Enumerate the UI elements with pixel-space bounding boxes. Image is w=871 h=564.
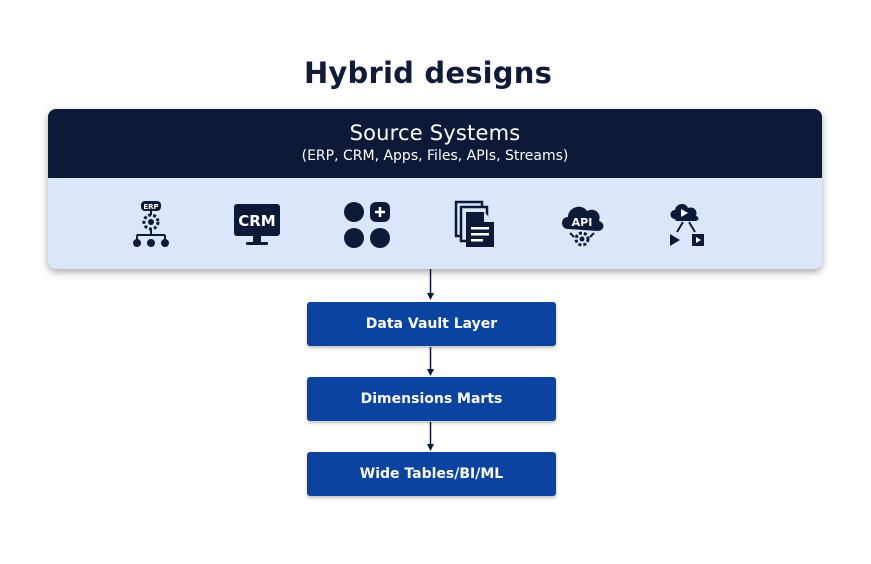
- source-systems-card: Source Systems (ERP, CRM, Apps, Files, A…: [48, 109, 822, 269]
- dimensions-marts-box: Dimensions Marts: [307, 377, 556, 421]
- crm-icon: CRM: [231, 199, 283, 251]
- api-icon: API: [556, 199, 608, 251]
- page-title: Hybrid designs: [303, 56, 553, 90]
- data-vault-layer-box: Data Vault Layer: [307, 302, 556, 346]
- flow-arrow-2: [427, 347, 434, 377]
- wide-tables-box: Wide Tables/BI/ML: [307, 452, 556, 496]
- source-icons-row: ERP CRM: [48, 178, 822, 269]
- flow-arrow-1: [427, 269, 434, 301]
- api-icon-label: API: [572, 216, 593, 229]
- erp-icon: ERP: [125, 199, 177, 251]
- streams-icon: [662, 199, 714, 251]
- crm-icon-label: CRM: [238, 212, 276, 230]
- flow-arrow-3: [427, 422, 434, 452]
- erp-icon-label: ERP: [143, 203, 158, 211]
- source-systems-subtitle: (ERP, CRM, Apps, Files, APIs, Streams): [301, 148, 569, 164]
- source-systems-header: Source Systems (ERP, CRM, Apps, Files, A…: [48, 109, 822, 178]
- apps-icon: [341, 199, 393, 251]
- source-systems-title: Source Systems: [349, 121, 521, 145]
- files-icon: [450, 199, 502, 251]
